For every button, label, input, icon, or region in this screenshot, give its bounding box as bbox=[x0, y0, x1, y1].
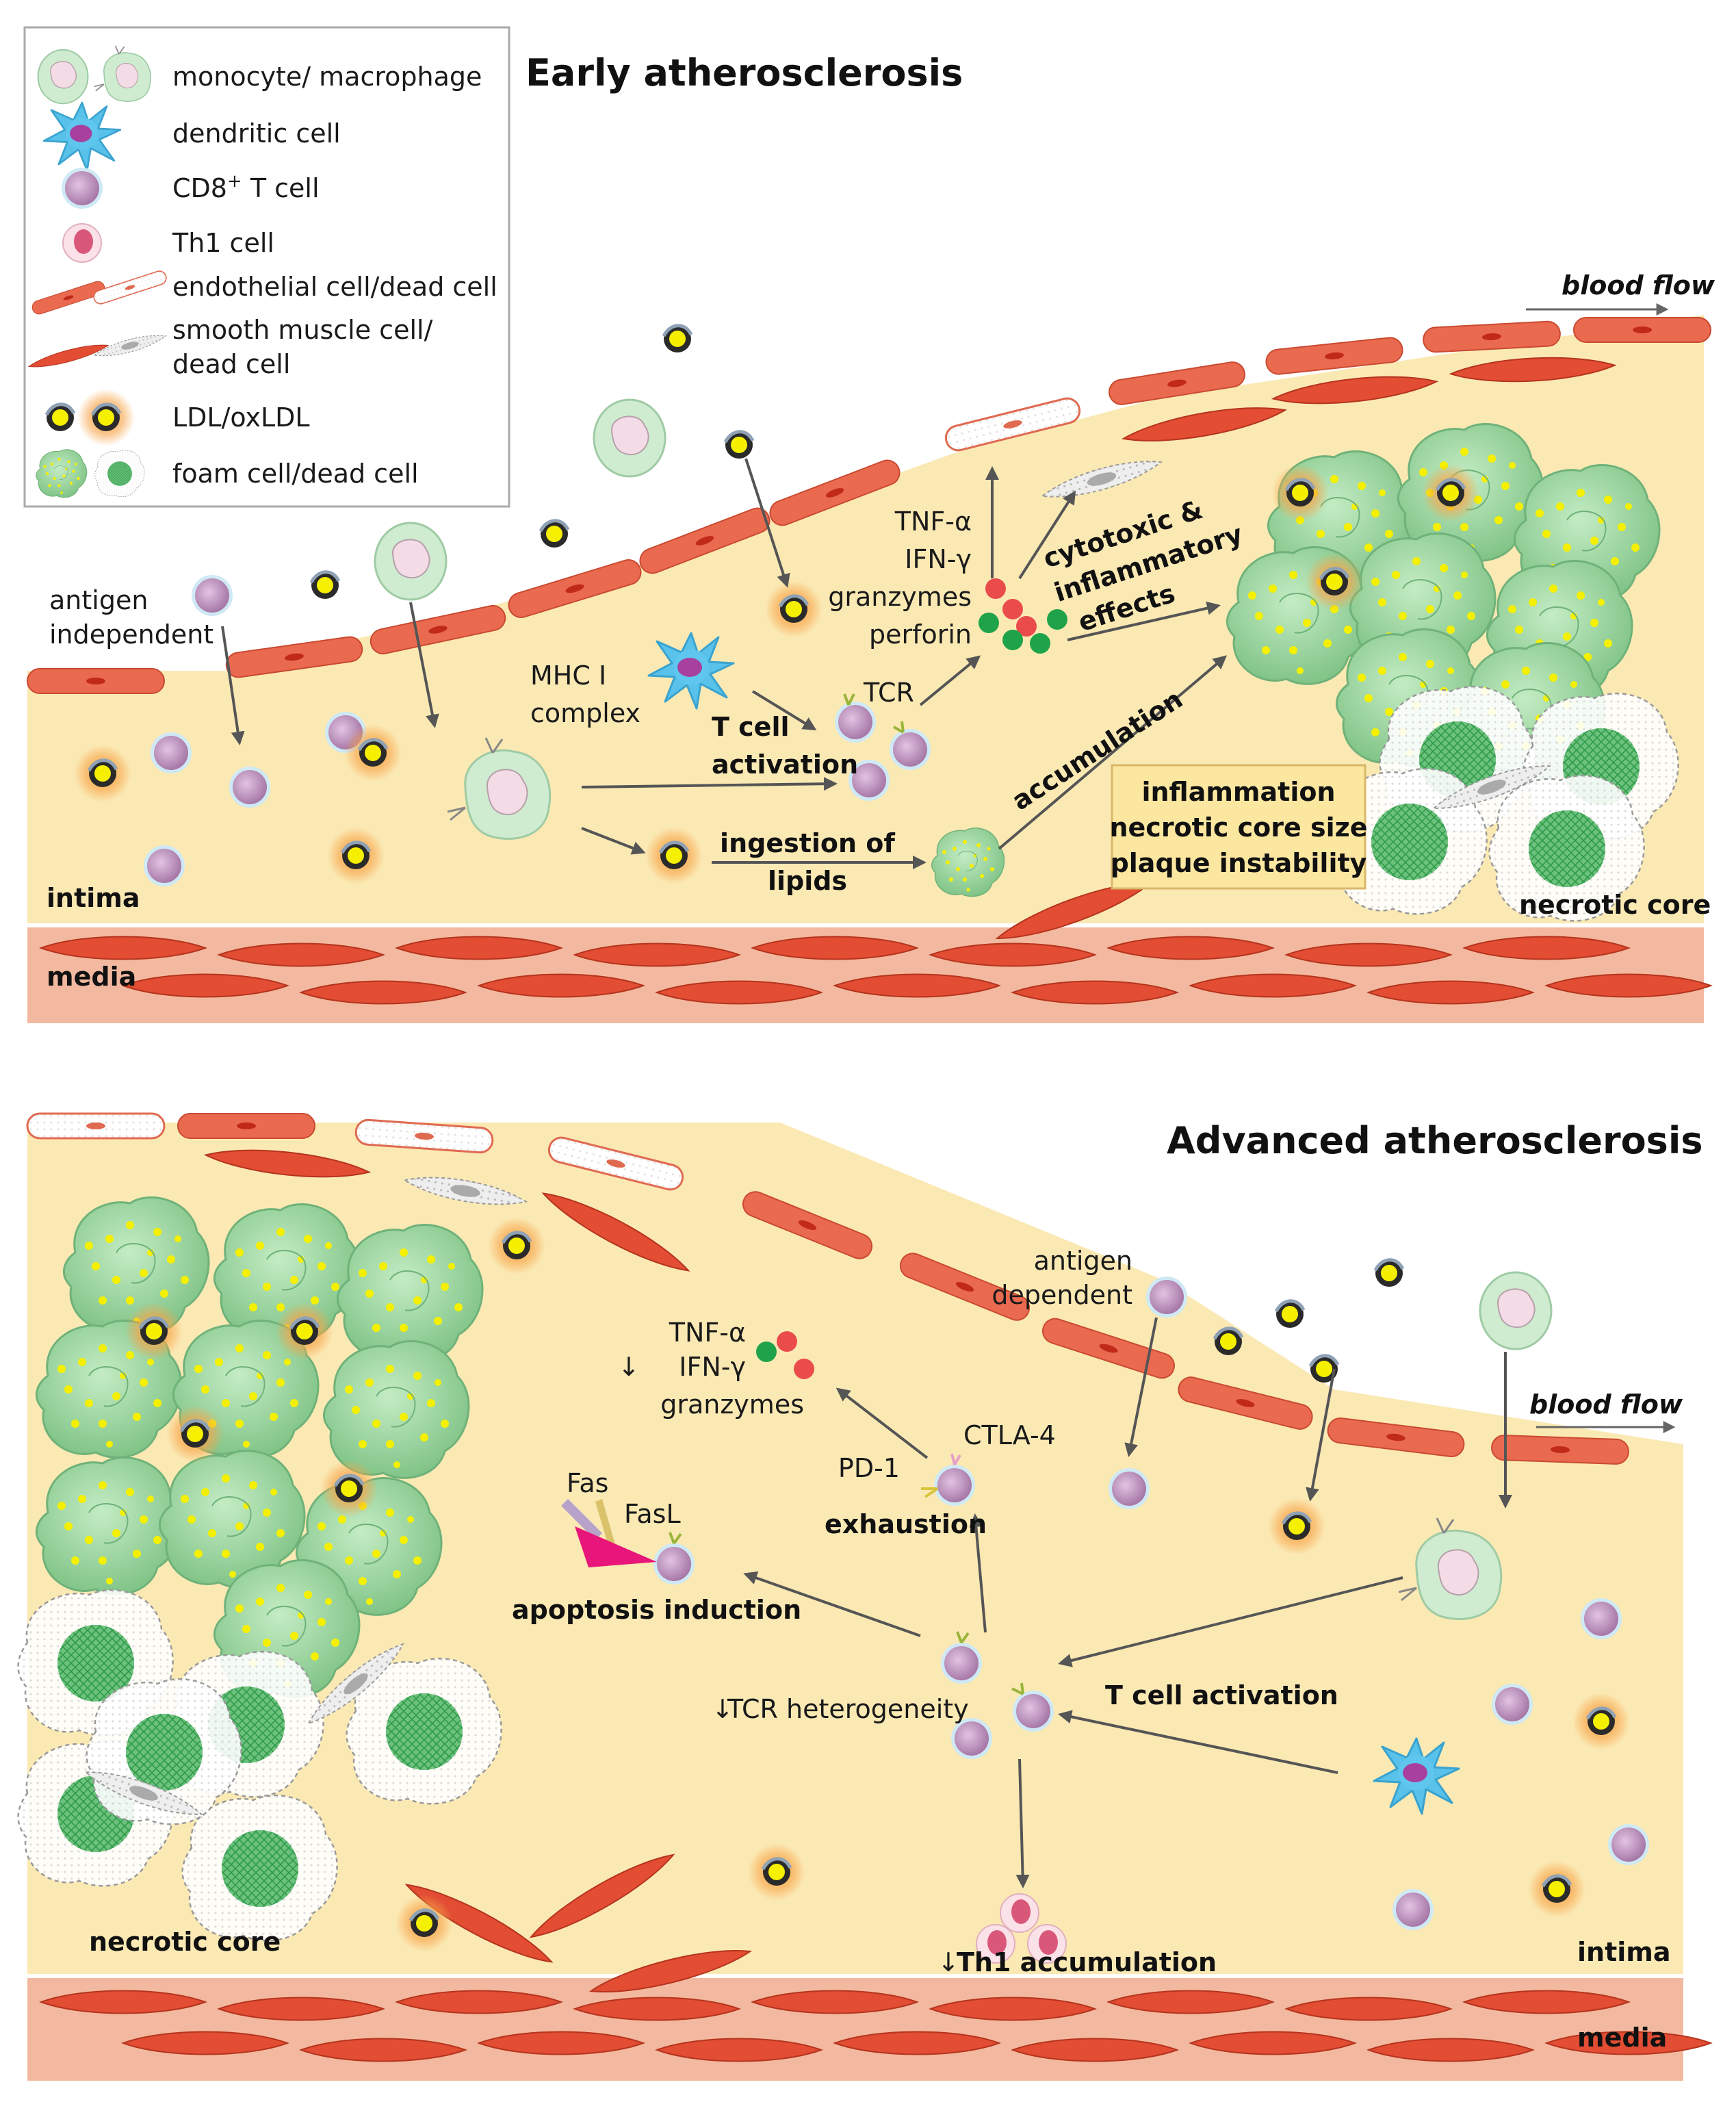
mhc-label-1: MHC I bbox=[530, 660, 606, 691]
advanced-blood-flow-label: blood flow bbox=[1529, 1389, 1683, 1420]
advanced-receptors bbox=[669, 1453, 1024, 1695]
legend-foam: foam cell/dead cell bbox=[172, 459, 419, 489]
early-necrotic-label: necrotic core bbox=[1519, 890, 1711, 920]
outcome-box-line-1: inflammation bbox=[1141, 777, 1335, 807]
early-cytokine-2: granzymes bbox=[828, 582, 972, 612]
tcr-heterogeneity-label: TCR heterogeneity bbox=[727, 1694, 969, 1724]
legend-smooth-1: smooth muscle cell/ bbox=[172, 315, 433, 345]
advanced-cytokine-1-row: ↓ IFN-γ bbox=[618, 1352, 746, 1382]
legend-monocyte: monocyte/ macrophage bbox=[172, 62, 482, 92]
early-cytokine-0: TNF-α bbox=[894, 506, 972, 537]
early-blood-flow-label: blood flow bbox=[1562, 270, 1715, 300]
early-panel: Early atherosclerosis blood flow antigen… bbox=[27, 51, 1715, 1023]
legend-dendritic: dendritic cell bbox=[172, 118, 341, 149]
down-arrow-icon: ↓ bbox=[712, 1694, 734, 1724]
legend-cd8: CD8+ T cell bbox=[172, 171, 320, 203]
pd1-label: PD-1 bbox=[838, 1453, 900, 1483]
fas-fasl-interaction bbox=[561, 1499, 657, 1567]
early-tcr-receptors bbox=[843, 693, 905, 734]
advanced-necrotic-label: necrotic core bbox=[89, 1927, 281, 1957]
advanced-tcell-activation-label: T cell activation bbox=[1105, 1680, 1338, 1710]
advanced-cytokine-2: granzymes bbox=[660, 1389, 804, 1420]
outcome-box-line-2: necrotic core size bbox=[1109, 812, 1367, 843]
early-tcell-label-2: activation bbox=[712, 749, 858, 780]
apoptosis-label: apoptosis induction bbox=[512, 1595, 801, 1625]
early-cytokine-1: IFN-γ bbox=[905, 544, 972, 574]
early-antigen-label-2: independent bbox=[49, 619, 213, 650]
legend-th1: Th1 cell bbox=[172, 228, 274, 258]
down-arrow-icon: ↓ bbox=[937, 1947, 959, 1977]
advanced-panel: Advanced atherosclerosis blood flow anti… bbox=[17, 1112, 1711, 2081]
advanced-intima-label: intima bbox=[1577, 1937, 1671, 1967]
exhaustion-label: exhaustion bbox=[825, 1509, 987, 1539]
tcr-label: TCR bbox=[863, 678, 914, 708]
th1-accumulation-row: ↓ Th1 accumulation bbox=[937, 1947, 1217, 1977]
advanced-media bbox=[27, 1975, 1683, 2081]
early-tcell-label-1: T cell bbox=[712, 712, 790, 742]
early-antigen-label-1: antigen bbox=[49, 585, 148, 615]
ctla4-label: CTLA-4 bbox=[963, 1420, 1056, 1450]
legend-smooth-2: dead cell bbox=[172, 349, 290, 379]
ingest-label-2: lipids bbox=[768, 866, 847, 896]
early-title: Early atherosclerosis bbox=[526, 51, 963, 94]
advanced-cytokine-1: IFN-γ bbox=[679, 1352, 746, 1382]
early-intima-label: intima bbox=[47, 883, 140, 913]
advanced-antigen-label-1: antigen bbox=[1034, 1246, 1132, 1276]
advanced-cytokine-0: TNF-α bbox=[669, 1318, 746, 1348]
advanced-cytokine-dots bbox=[756, 1331, 814, 1379]
advanced-antigen-label-2: dependent bbox=[992, 1280, 1132, 1310]
legend-endothelial: endothelial cell/dead cell bbox=[172, 272, 497, 302]
legend: monocyte/ macrophage dendritic cell CD8+… bbox=[23, 26, 510, 508]
down-arrow-icon: ↓ bbox=[618, 1352, 640, 1382]
advanced-media-label: media bbox=[1577, 2023, 1667, 2053]
ingest-label-1: ingestion of bbox=[720, 828, 895, 858]
early-cytokine-3: perforin bbox=[869, 619, 972, 650]
outcome-box bbox=[1111, 764, 1366, 890]
mhc-label-2: complex bbox=[530, 698, 640, 728]
fasl-label: FasL bbox=[624, 1499, 681, 1529]
fas-label: Fas bbox=[567, 1468, 608, 1498]
early-cytokine-dots bbox=[979, 578, 1067, 654]
tcr-heterogeneity-row: ↓ TCR heterogeneity bbox=[712, 1694, 969, 1724]
th1-accumulation-label: Th1 accumulation bbox=[957, 1947, 1217, 1977]
outcome-box-line-3: plaque instability bbox=[1111, 848, 1367, 878]
legend-ldl: LDL/oxLDL bbox=[172, 402, 310, 433]
early-media-label: media bbox=[47, 962, 136, 992]
advanced-title: Advanced atherosclerosis bbox=[1167, 1119, 1702, 1162]
